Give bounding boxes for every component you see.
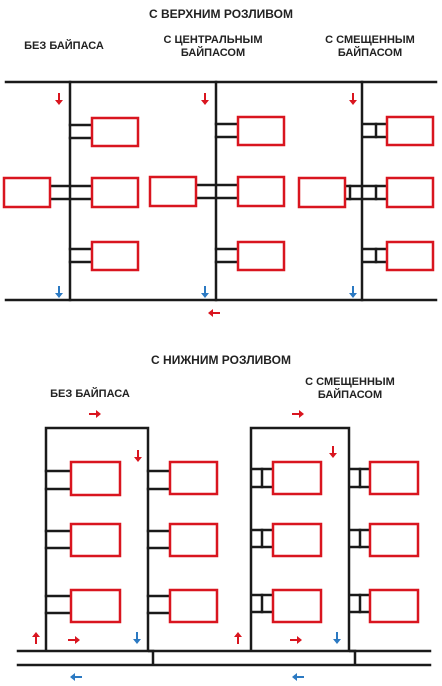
top-c3-supply-arrow <box>349 93 357 105</box>
top-col3-label-line1: С СМЕЩЕННЫМ <box>325 34 415 46</box>
bottom-right-riser-arrow <box>329 446 337 458</box>
bottom-right-top-arrow-head <box>299 410 304 418</box>
bottom-left-riser-arrow-head <box>134 457 142 462</box>
bottom-left-top-arrow <box>89 410 101 418</box>
flow-arrows <box>32 93 357 681</box>
bottom-left-radiator <box>69 522 122 558</box>
bottom-left-supply-arrow-head <box>75 636 80 644</box>
bottom-left-radiator <box>69 588 122 624</box>
bottom-right-bypass-loop <box>349 467 362 489</box>
top-c3-radiator <box>385 240 435 272</box>
top-c3-return-arrow <box>349 286 357 298</box>
top-col2-label-line1: С ЦЕНТРАЛЬНЫМ <box>163 34 263 46</box>
bottom-right-radiator <box>271 522 323 558</box>
top-c2-return-arrow-head <box>201 293 209 298</box>
bottom-left-supply-up-arrow-head <box>32 632 40 637</box>
bottom-right-bypass-loop <box>251 528 264 549</box>
top-c1-return-arrow <box>55 286 63 298</box>
bottom-left-return-down-arrow-head <box>133 639 141 644</box>
top-col1-label: БЕЗ БАЙПАСА <box>24 40 104 52</box>
bottom-left-supply-arrow <box>68 636 80 644</box>
top-c2-supply-arrow-head <box>201 100 209 105</box>
top-c2-supply-arrow <box>201 93 209 105</box>
bottom-left-return-down-arrow <box>133 632 141 644</box>
top-return-flow-arrow-head <box>208 309 213 317</box>
top-c3-supply-arrow-head <box>349 100 357 105</box>
bottom-right-radiator <box>368 460 420 496</box>
bottom-right-top-arrow <box>292 410 304 418</box>
bottom-right-supply-up-arrow <box>234 632 242 644</box>
top-c2-radiator-left <box>148 175 198 208</box>
bottom-right-label-line1: С СМЕЩЕННЫМ <box>305 376 395 388</box>
top-c3-radiator-left <box>297 176 347 209</box>
top-c3-radiator <box>385 176 435 209</box>
bottom-left-radiator <box>168 522 219 558</box>
top-section-title: С ВЕРХНИМ РОЗЛИВОМ <box>149 7 293 21</box>
bottom-right-label-line2: БАЙПАСОМ <box>317 389 383 401</box>
bottom-right-bypass-loop <box>349 528 362 549</box>
bottom-left-return-arrow <box>70 673 82 681</box>
bottom-left-label: БЕЗ БАЙПАСА <box>50 388 130 400</box>
bottom-right-radiator <box>271 460 323 496</box>
bottom-right-return-arrow-head <box>292 673 297 681</box>
top-c2-radiator <box>236 240 286 272</box>
bottom-left-radiator <box>168 588 219 624</box>
bottom-right-riser-arrow-head <box>329 453 337 458</box>
bottom-right-bypass-loop <box>349 593 362 614</box>
bottom-right-return-arrow <box>292 673 304 681</box>
top-c1-return-arrow-head <box>55 293 63 298</box>
bottom-left-supply-up-arrow <box>32 632 40 644</box>
bottom-right-supply-up-arrow-head <box>234 632 242 637</box>
bottom-right-return-down-arrow-head <box>333 639 341 644</box>
bottom-right-radiator <box>368 522 420 558</box>
top-c1-supply-arrow <box>55 93 63 105</box>
top-c2-return-arrow <box>201 286 209 298</box>
bottom-right-radiator <box>368 588 420 624</box>
top-col2-label-line2: БАЙПАСОМ <box>180 47 246 59</box>
bottom-left-riser-arrow <box>134 450 142 462</box>
bottom-left-loop <box>44 426 150 651</box>
bottom-left-top-arrow-head <box>96 410 101 418</box>
top-col3-label-line2: БАЙПАСОМ <box>337 47 403 59</box>
bottom-right-supply-arrow <box>290 636 302 644</box>
top-return-flow-arrow <box>208 309 220 317</box>
top-c3-return-arrow-head <box>349 293 357 298</box>
top-c3-bypass-loop <box>362 122 378 139</box>
bottom-left-radiator <box>168 460 219 496</box>
pipes <box>4 80 438 667</box>
bottom-right-bypass-loop <box>251 593 264 614</box>
bottom-right-loop <box>249 426 351 651</box>
bottom-right-radiator <box>271 588 323 624</box>
top-c1-radiator-left <box>2 176 52 209</box>
top-c2-radiator <box>236 115 286 147</box>
radiators <box>2 115 435 624</box>
bottom-section-title: С НИЖНИМ РОЗЛИВОМ <box>151 353 291 367</box>
top-c1-radiator <box>90 116 140 148</box>
top-c1-radiator <box>90 240 140 272</box>
top-c1-radiator <box>90 176 140 209</box>
bottom-right-supply-arrow-head <box>297 636 302 644</box>
bottom-left-return-arrow-head <box>70 673 75 681</box>
top-c2-radiator <box>236 175 286 208</box>
bottom-right-return-down-arrow <box>333 632 341 644</box>
bottom-left-return-drop <box>148 649 155 665</box>
bottom-right-return-drop <box>349 649 357 665</box>
top-c3-bypass-loop <box>362 247 378 264</box>
top-c1-supply-arrow-head <box>55 100 63 105</box>
bottom-left-radiator <box>69 460 122 497</box>
top-c3-radiator <box>385 115 435 147</box>
bottom-right-bypass-loop <box>251 467 264 489</box>
